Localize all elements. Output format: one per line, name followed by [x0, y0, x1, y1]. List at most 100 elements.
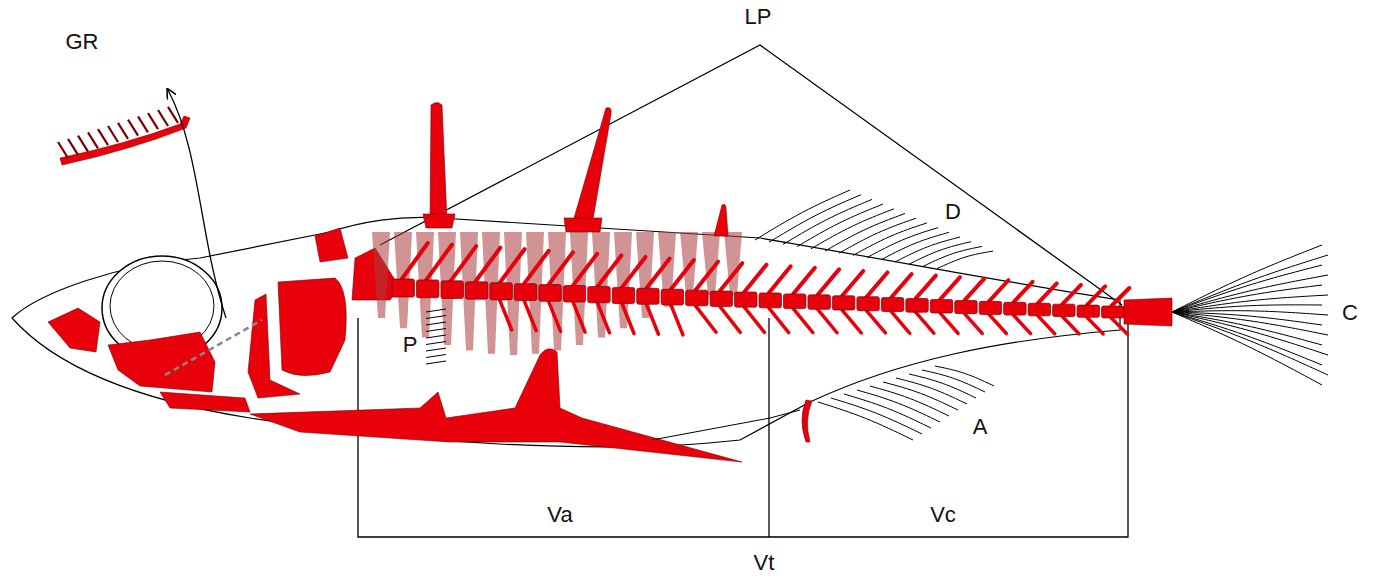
vertebra [661, 289, 683, 305]
part-label: Vc [928, 503, 958, 527]
jaw-bone [160, 392, 250, 412]
haemal-spine [891, 311, 909, 333]
haemal-spine [549, 301, 561, 331]
dorsal-fin-ray [881, 232, 949, 259]
haemal-spine [1013, 315, 1030, 333]
suborbital-bone [108, 332, 215, 392]
caudal-fin-ray [1172, 265, 1322, 312]
anal-fin-ray [909, 374, 976, 398]
neural-spine [671, 260, 694, 289]
vertebra [832, 296, 854, 310]
pectoral-fin-ray [426, 335, 446, 338]
haemal-spine [940, 313, 958, 333]
hypural-plate [1124, 298, 1172, 326]
vertebra [392, 279, 414, 297]
neural-spine [818, 269, 839, 294]
haemal-spine [769, 308, 789, 333]
caudal-fin-ray [1172, 295, 1328, 312]
vertebra [1102, 306, 1124, 318]
neural-spine [426, 245, 452, 280]
vertebra [783, 294, 805, 309]
fin-rays [426, 190, 1328, 440]
dorsal-fin-ray [853, 223, 927, 256]
neural-spine [867, 272, 888, 296]
vertebra [759, 293, 781, 308]
vertebra [906, 299, 928, 313]
neural-spine [940, 277, 960, 299]
vertebra [735, 292, 757, 307]
posttemporal-bone [315, 228, 348, 262]
gill-raker [98, 129, 108, 145]
anal-fin-ray [896, 378, 967, 404]
spine-base [423, 214, 455, 228]
vertebra [563, 286, 585, 303]
vertebra [1028, 303, 1050, 316]
gill-arch-bar [60, 116, 190, 165]
dorsal-fin-ray [867, 228, 938, 258]
neural-spine [573, 254, 597, 286]
dorsal-spines [423, 103, 728, 237]
dorsal-fin-ray [769, 195, 861, 243]
dorsal-fin-ray [783, 199, 872, 244]
pelvic-girdle [250, 349, 742, 462]
dorsal-fin-ray [937, 251, 993, 269]
vertebra [539, 285, 561, 302]
neural-spine [1087, 286, 1105, 305]
vertebra [514, 284, 536, 301]
anal-fin-ray [922, 370, 985, 392]
neural-spine [1013, 282, 1032, 302]
pectoral-fin-ray [426, 342, 446, 345]
part-label: LP [743, 5, 774, 29]
vertebra [955, 300, 977, 313]
anal-spine [802, 400, 812, 442]
opercle-bone [278, 278, 346, 376]
neural-spine [402, 243, 428, 279]
vertebra [979, 301, 1001, 314]
vertebra [441, 281, 463, 299]
inset-arrow [168, 90, 226, 318]
part-label: Va [545, 503, 574, 527]
caudal-fin-ray [1172, 312, 1328, 375]
neural-spine [842, 271, 863, 296]
dorsal-fin-ray [923, 246, 982, 266]
anal-fin-ray [831, 398, 922, 434]
vertebra [1053, 304, 1075, 316]
vertebra [1077, 305, 1099, 317]
caudal-fin-ray [1172, 255, 1328, 312]
va-vc-divider [768, 318, 769, 537]
vertebra [588, 286, 610, 302]
gill-raker [138, 116, 148, 132]
dorsal-fin-ray [797, 204, 883, 247]
gill-raker-inset [58, 107, 190, 165]
neural-spine [451, 246, 476, 281]
vertebral-column [392, 243, 1129, 335]
haemal-spine [842, 310, 861, 333]
pectoral-fin-ray [426, 348, 446, 351]
head-bones [48, 228, 400, 412]
gill-raker [118, 123, 128, 139]
part-label: P [401, 333, 420, 357]
haemal-spine [524, 301, 536, 331]
haemal-spine [573, 302, 585, 332]
part-label: GR [64, 30, 101, 54]
part-label: A [971, 415, 990, 439]
neural-spine [549, 252, 573, 284]
pectoral-fin-ray [426, 322, 446, 325]
haemal-spine [818, 309, 837, 332]
gill-rakers [58, 107, 178, 158]
vertebra [857, 297, 879, 311]
haemal-spine [1062, 317, 1079, 334]
neural-spine [1062, 285, 1081, 304]
neural-spine [916, 276, 936, 299]
third-dorsal-spine [714, 204, 728, 236]
caudal-fin-ray [1172, 312, 1328, 355]
gill-raker [88, 132, 98, 148]
part-label: Vt [752, 551, 777, 575]
haemal-spine [671, 305, 683, 335]
neural-spine [965, 279, 985, 301]
haemal-spine [598, 303, 610, 333]
haemal-spine [646, 304, 658, 334]
vertebra [637, 288, 659, 304]
gill-raker [78, 136, 88, 152]
